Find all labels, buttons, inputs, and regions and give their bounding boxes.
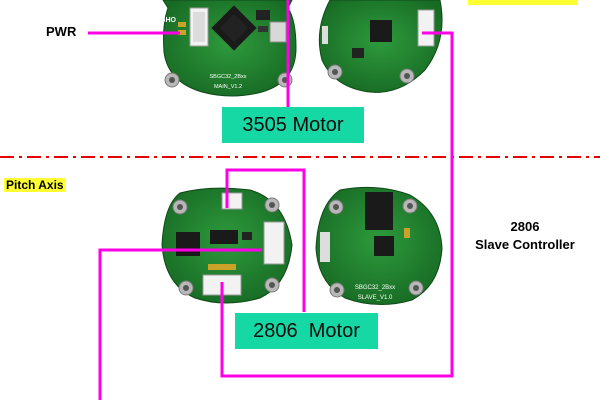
slave-title-text: Slave Controller: [475, 237, 575, 252]
slave-board-silk-model: SBGC32_2Bxx: [355, 285, 395, 291]
bus-wire-to-slave: [220, 31, 454, 378]
top-highlight-strip: [468, 0, 578, 5]
pitch-motor-wire: [98, 248, 262, 400]
pitch-connector-wire: [225, 168, 306, 312]
motor-3505-label: 3505 Motor: [222, 107, 364, 143]
slave-controller-label: 2806 Slave Controller: [462, 218, 588, 254]
motor-2806-label: 2806 Motor: [235, 313, 378, 349]
main-controller-board: GHO SBGC32_2Bxx MAIN_V1.2: [160, 0, 297, 97]
pitch-slave-board: SBGC32_2Bxx SLAVE_V1.0: [315, 186, 443, 306]
pitch-axis-board: [161, 187, 293, 304]
wiring: [88, 0, 454, 400]
slave-board-silk-version: SLAVE_V1.0: [358, 295, 393, 301]
pitch-axis-label: Pitch Axis: [4, 178, 66, 193]
main-board-silk-version: MAIN_V1.2: [214, 84, 242, 90]
main-board-logo: GHO: [160, 17, 177, 24]
upper-slave-board: [318, 0, 443, 93]
slave-model-text: 2806: [510, 219, 540, 234]
pwr-label: PWR: [46, 24, 77, 39]
main-board-silk-model: SBGC32_2Bxx: [210, 74, 247, 80]
